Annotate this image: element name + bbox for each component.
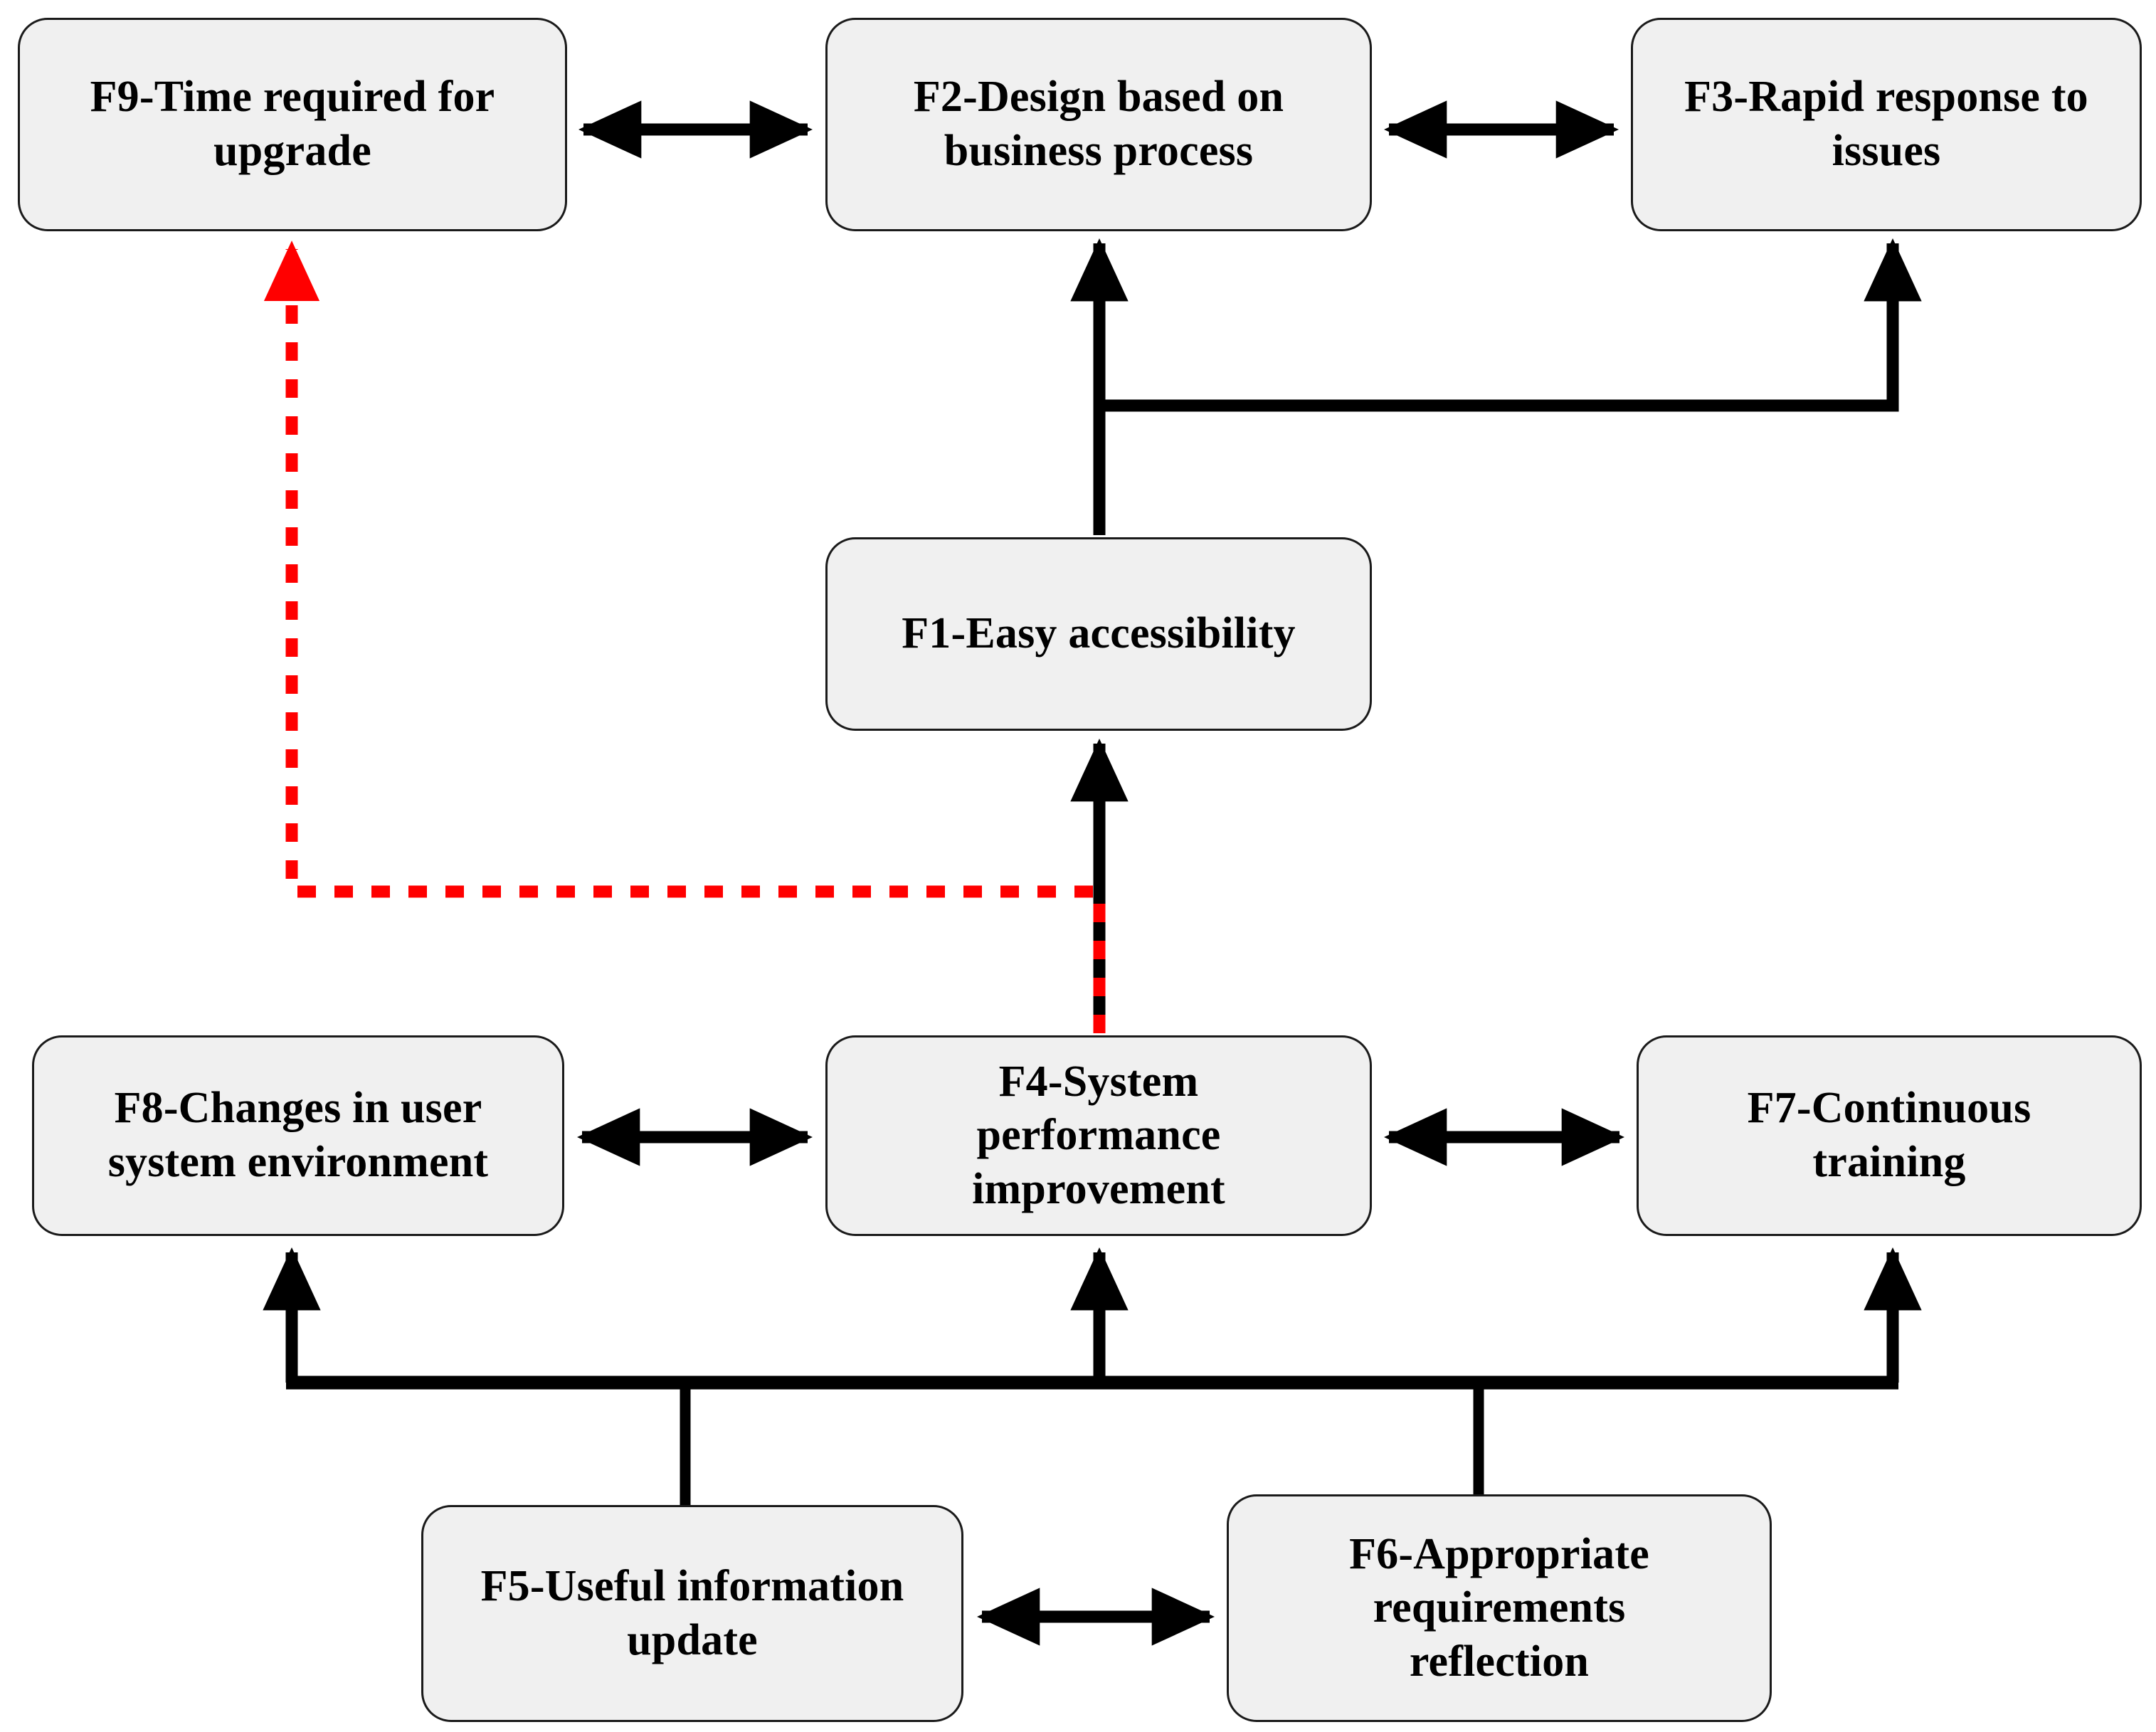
edge-f4-f9-dashed: [263, 241, 1106, 1033]
node-f2-label: F2-Design based on business process: [913, 73, 1284, 175]
node-f9[interactable]: F9-Time required for upgrade: [18, 18, 567, 231]
node-f8[interactable]: F8-Changes in user system environment: [32, 1035, 564, 1236]
edge-f1-f3: [1099, 238, 1922, 412]
node-f1[interactable]: F1-Easy accessibility: [825, 537, 1372, 731]
node-f3-label: F3-Rapid response to issues: [1684, 73, 2088, 175]
node-f6-label: F6-Appropriate requirements reflection: [1349, 1529, 1649, 1686]
node-f9-label: F9-Time required for upgrade: [90, 73, 495, 175]
node-f3[interactable]: F3-Rapid response to issues: [1631, 18, 2142, 231]
node-f8-label: F8-Changes in user system environment: [107, 1084, 489, 1186]
node-f7[interactable]: F7-Continuous training: [1637, 1035, 2142, 1236]
node-f7-label: F7-Continuous training: [1747, 1084, 2031, 1186]
node-f5-label: F5-Useful information update: [480, 1561, 904, 1664]
node-f4[interactable]: F4-System performance improvement: [825, 1035, 1372, 1236]
node-f2[interactable]: F2-Design based on business process: [825, 18, 1372, 231]
node-f5[interactable]: F5-Useful information update: [421, 1505, 963, 1722]
node-f6[interactable]: F6-Appropriate requirements reflection: [1227, 1494, 1772, 1722]
node-f4-label: F4-System performance improvement: [972, 1057, 1225, 1213]
node-f1-label: F1-Easy accessibility: [902, 609, 1296, 658]
